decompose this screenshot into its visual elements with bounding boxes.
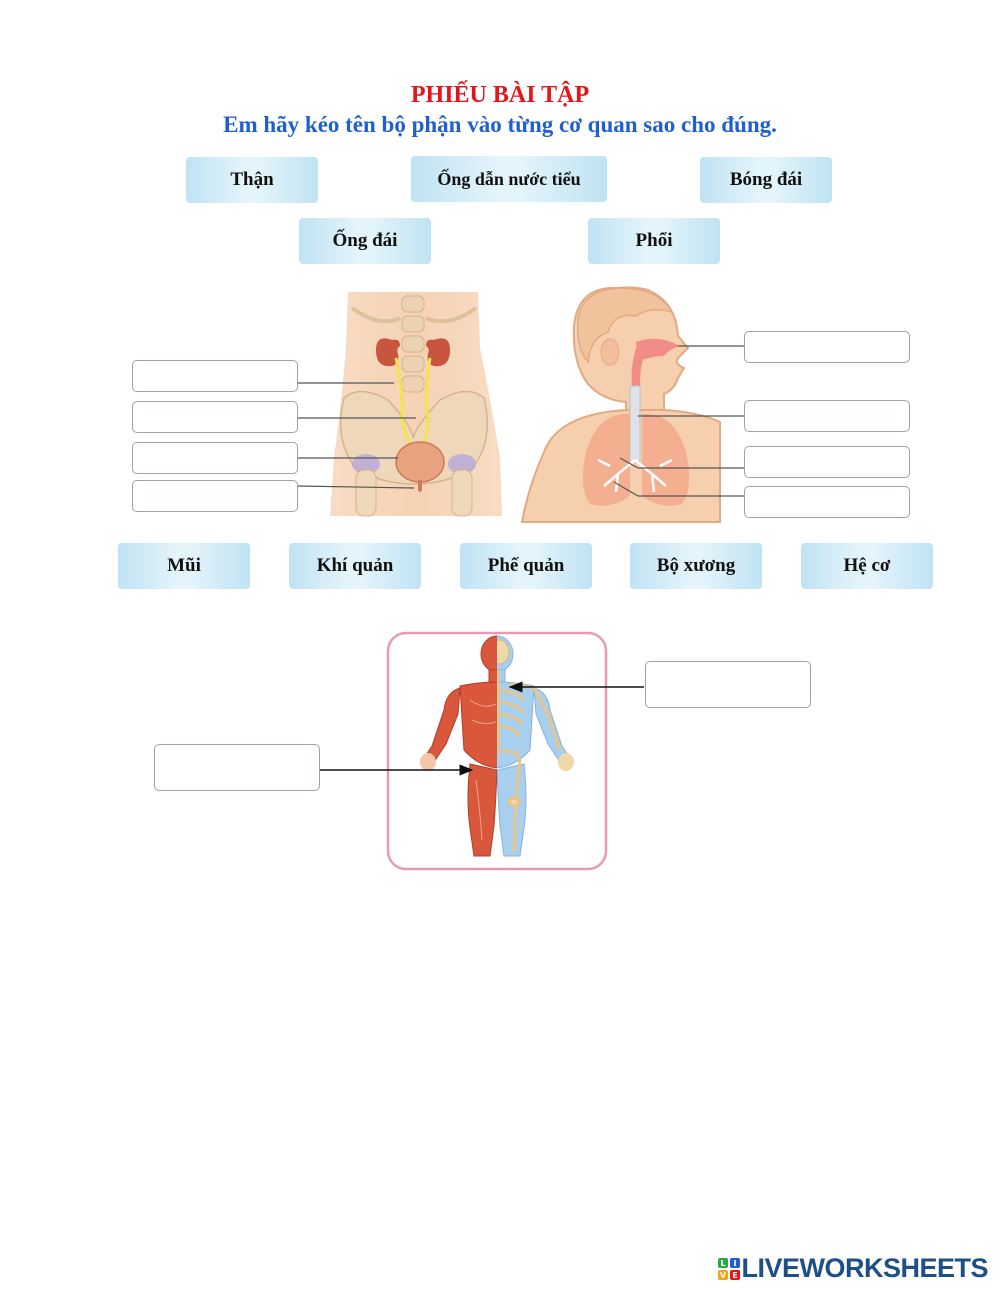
brand-logo: L I V E LIVEWORKSHEETS	[717, 1253, 988, 1284]
drop-box-urinary-2[interactable]	[132, 401, 298, 433]
logo-tile-letter: L	[721, 1259, 726, 1268]
word-chip-than[interactable]: Thận	[186, 157, 318, 203]
logo-tile-letter: I	[734, 1259, 737, 1268]
drop-box-respiratory-2[interactable]	[744, 400, 910, 432]
word-chip-khi-quan[interactable]: Khí quản	[289, 543, 421, 589]
drop-box-urinary-1[interactable]	[132, 360, 298, 392]
word-chip-bong-dai[interactable]: Bóng đái	[700, 157, 832, 203]
word-chip-he-co[interactable]: Hệ cơ	[801, 543, 933, 589]
instruction-text: Em hãy kéo tên bộ phận vào từng cơ quan …	[0, 112, 1000, 138]
word-chip-bo-xuong[interactable]: Bộ xương	[630, 543, 762, 589]
drop-box-respiratory-3[interactable]	[744, 446, 910, 478]
word-chip-ong-dai[interactable]: Ống đái	[299, 218, 431, 264]
drop-box-body-left[interactable]	[154, 744, 320, 791]
drop-box-respiratory-1[interactable]	[744, 331, 910, 363]
drop-box-body-right[interactable]	[645, 661, 811, 708]
page-title: PHIẾU BÀI TẬP	[0, 82, 1000, 109]
word-chip-mui[interactable]: Mũi	[118, 543, 250, 589]
drop-box-respiratory-4[interactable]	[744, 486, 910, 518]
word-chip-phe-quan[interactable]: Phế quản	[460, 543, 592, 589]
brand-name: LIVEWORKSHEETS	[741, 1253, 988, 1284]
logo-tile-letter: V	[720, 1271, 727, 1280]
liveworksheets-logo-icon: L I V E	[717, 1257, 741, 1281]
drop-box-urinary-3[interactable]	[132, 442, 298, 474]
word-chip-ong-dan-nuoc-tieu[interactable]: Ống dẫn nước tiểu	[411, 156, 607, 202]
word-chip-phoi[interactable]: Phổi	[588, 218, 720, 264]
logo-tile-letter: E	[733, 1271, 738, 1280]
drop-box-urinary-4[interactable]	[132, 480, 298, 512]
